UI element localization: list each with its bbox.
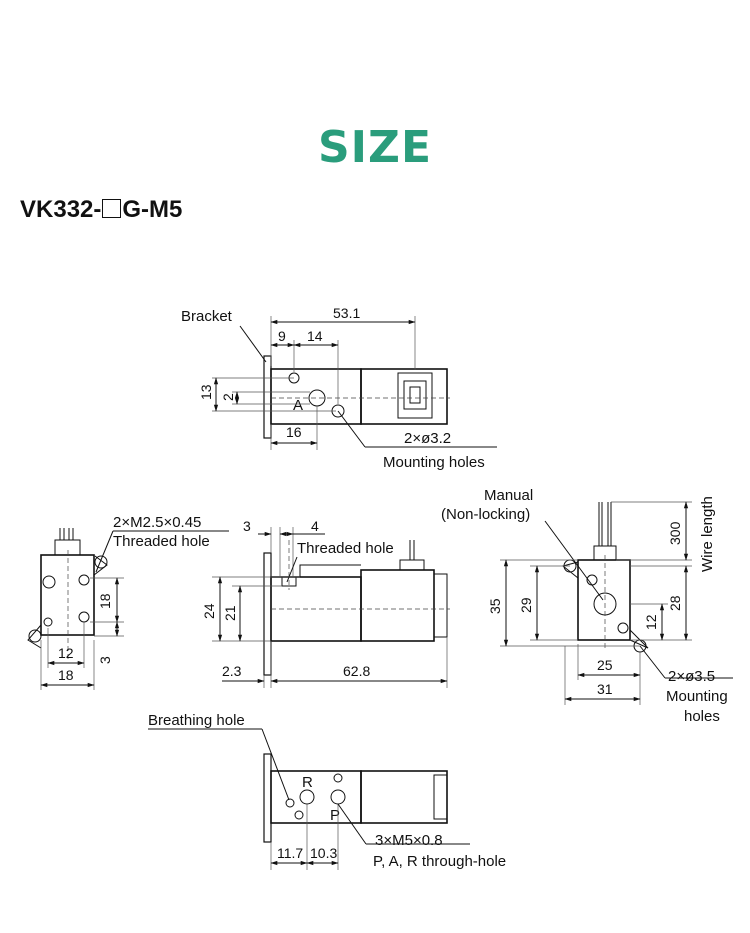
ports-label: P, A, R through-hole — [373, 853, 506, 870]
left-dim-18h: 18 — [58, 667, 74, 683]
port-p-label: P — [330, 807, 340, 824]
top-holes-label: Mounting holes — [383, 454, 485, 471]
right-dim-31: 31 — [597, 681, 613, 697]
port-r-hole — [299, 789, 315, 805]
front-thread-label: Threaded hole — [297, 540, 394, 557]
model-number: VK332- G-M5 — [20, 196, 182, 224]
dim-14: 14 — [307, 328, 323, 344]
bottom-view: R P Breathing hole 11.7 10.3 3×M5×0.8 P,… — [148, 712, 506, 870]
right-holes-spec: 2×ø3.5 — [668, 668, 715, 685]
left-dim-18v: 18 — [97, 593, 113, 609]
dim-9: 9 — [278, 328, 286, 344]
port-p-hole — [330, 789, 346, 805]
bottom-body — [270, 770, 362, 824]
left-view: 2×M2.5×0.45 Threaded hole 18 3 12 18 — [27, 514, 229, 690]
model-prefix: VK332- — [20, 196, 102, 223]
left-dim-3v: 3 — [97, 656, 113, 664]
right-dim-12: 12 — [643, 614, 659, 630]
dim-2: 2 — [220, 393, 236, 401]
front-dim-24: 24 — [201, 603, 217, 619]
ports-spec: 3×M5×0.8 — [375, 832, 443, 849]
top-view: A Bracket 53.1 9 14 13 2 16 2×ø3.2 Moun — [181, 305, 497, 471]
model-suffix: G-M5 — [122, 196, 183, 223]
bracket-plate — [263, 355, 272, 439]
wire-length-label: Wire length — [699, 496, 716, 572]
right-dim-300: 300 — [667, 521, 683, 545]
bottom-dim-10-3: 10.3 — [310, 845, 337, 861]
front-dim-4: 4 — [311, 518, 319, 534]
breathing-hole-label: Breathing hole — [148, 712, 245, 729]
port-a-label: A — [293, 397, 303, 414]
top-body — [270, 368, 362, 425]
front-dim-62-8: 62.8 — [343, 663, 370, 679]
front-view: 3 4 Threaded hole 24 21 2.3 62.8 — [201, 518, 450, 688]
manual-sublabel: (Non-locking) — [441, 506, 530, 523]
right-body — [577, 559, 631, 641]
front-dim-2-3: 2.3 — [222, 663, 242, 679]
bottom-dim-11-7: 11.7 — [277, 845, 303, 861]
dim-53-1: 53.1 — [333, 305, 360, 321]
right-view: Manual (Non-locking) 300 Wire length 35 … — [441, 487, 733, 725]
front-dim-21: 21 — [222, 605, 238, 621]
bracket-label: Bracket — [181, 308, 233, 325]
front-dim-3: 3 — [243, 518, 251, 534]
bottom-bracket — [263, 753, 272, 843]
top-holes-spec: 2×ø3.2 — [404, 430, 451, 447]
left-dim-12: 12 — [58, 645, 74, 661]
dim-13: 13 — [198, 384, 214, 400]
page-title: SIZE — [317, 122, 433, 173]
left-body — [40, 554, 95, 636]
right-dim-29: 29 — [518, 597, 534, 613]
manual-label: Manual — [484, 487, 533, 504]
left-thread-label: Threaded hole — [113, 533, 210, 550]
front-bracket — [263, 552, 272, 676]
front-solenoid — [360, 569, 435, 642]
connector-block — [397, 372, 433, 419]
right-dim-35: 35 — [487, 598, 503, 614]
right-holes-label-1: Mounting — [666, 688, 728, 705]
option-box — [102, 199, 122, 218]
right-dim-28: 28 — [667, 595, 683, 611]
dim-16: 16 — [286, 424, 302, 440]
left-thread-spec: 2×M2.5×0.45 — [113, 514, 201, 531]
breathing-hole — [285, 798, 295, 808]
port-r-label: R — [302, 774, 313, 791]
right-dim-25: 25 — [597, 657, 613, 673]
right-holes-label-2: holes — [684, 708, 720, 725]
